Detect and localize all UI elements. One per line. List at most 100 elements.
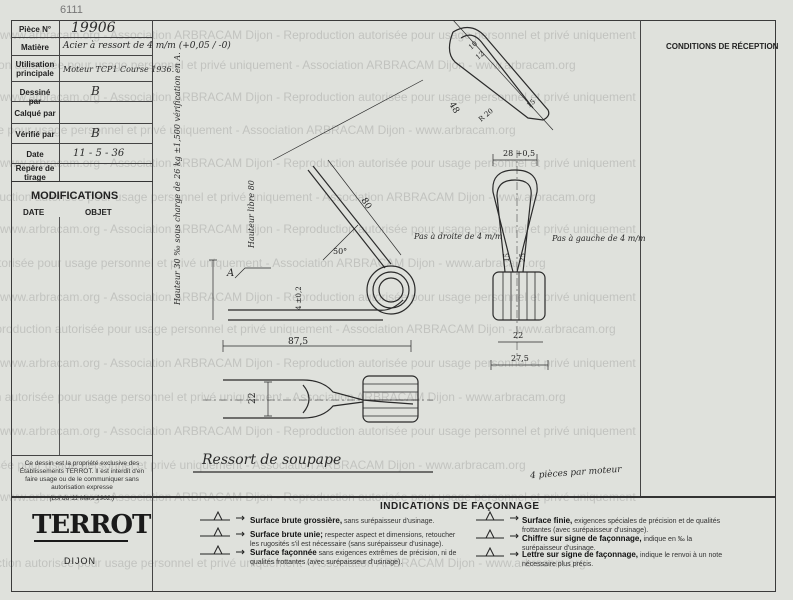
watermark-line: www.arbracam.org - Association ARBRACAM … [0,424,636,438]
row-repere: Repère de tirage [11,164,153,182]
legend-item-text: indique en ‰ la surépaisseur d'usinage. [522,536,693,552]
legend-item: Surface façonnée sans exigences extrêmes… [250,548,465,567]
spring-top-view-2 [223,401,364,419]
date-label: Date [26,150,44,159]
watermark-line: www.arbracam.org - Association ARBRACAM … [0,222,636,236]
modifications-objet-header: OBJET [85,208,112,217]
left-column-border [152,20,153,592]
dim-22b: 22 [513,331,523,340]
watermark-line: www.arbracam.org - Association ARBRACAM … [0,356,636,370]
watermark-line: Reproduction autorisée pour usage person… [0,123,516,137]
dim-r20: R 20 [477,107,495,124]
verifie-value: B [91,126,100,140]
watermark-line: Reproduction autorisée pour usage person… [0,256,546,270]
drawing-title: Ressort de soupape [202,452,342,468]
legend-item: Surface brute grossière, sans surépaisse… [250,516,465,526]
dim-line-48 [272,79,424,161]
legend-item: Lettre sur signe de façonnage, indique l… [522,550,732,569]
dim-80: 80 [358,196,373,211]
logo-city: DIJON [64,556,96,566]
spring-top-view [223,379,414,405]
detail-view [448,26,550,121]
logo-brand: TERROT [32,510,151,540]
letter-symbol [476,546,519,557]
utilisation-label: Utilisation principale [15,60,55,78]
page-number: 6111 [60,4,83,16]
watermark-line: www.arbracam.org - Association ARBRACAM … [0,156,636,170]
legend-item: Surface brute unie; respecter aspect et … [250,530,465,549]
dim-line-275 [490,360,549,370]
modifications-title: MODIFICATIONS [31,190,119,202]
piece-value: 19906 [71,20,116,36]
legal-notice-separator [11,455,153,456]
watermark-line: Reproduction autorisée pour usage person… [0,556,586,570]
side-note-free-height: Hauteur libre 80 [247,180,256,248]
spring-front-loop-inner [496,179,532,273]
dim-28: 28 +0,5 [503,149,535,158]
reception-column-border [640,20,641,496]
piece-label: Pièce N° [18,25,52,34]
dessine-label: Dessiné par [19,88,51,106]
dim-line-80 [327,159,402,256]
dim-line-875 [222,340,412,352]
detail-dim-line [452,20,554,131]
row-verifie: Vérifié par B [11,124,153,144]
legend-item-bold: Surface façonnée [250,548,317,557]
legend-item-text: sans exigences extrêmes de précision, ni… [250,550,457,566]
terrot-logo: TERROT [32,510,151,552]
spring-diagonal-arm [307,169,386,269]
dim-22: 22 [248,393,258,404]
dim-15-detail: 15 [525,98,537,110]
watermark-line: Reproduction autorisée pour usage person… [0,322,616,336]
legend-item-text: respecter aspect et dimensions, retouche… [250,532,456,548]
watermark-line: Reproduction autorisée pour usage person… [0,390,566,404]
figure-symbol [476,528,519,539]
legend-item-bold: Lettre sur signe de façonnage, [522,550,639,559]
side-note-load: Hauteur 30 ‰ sous charge de 26 kg ±1,500… [173,52,182,305]
reception-title: CONDITIONS DE RÉCEPTION [666,42,779,51]
dim-12: 12 [474,50,486,62]
legend-left-border [152,496,153,592]
spring-top-view-3 [302,384,310,414]
angle-arc [322,224,359,261]
rough-surface-symbol [200,510,245,521]
watermark-line: Reproduction autorisée pour usage person… [0,190,596,204]
smooth-surface-symbol [200,526,245,537]
letter-a: A [226,268,234,279]
dim-25: 25 [519,253,527,262]
dessine-value: B [91,84,100,98]
front-coil-lines [502,272,536,320]
spring-coil-inner [378,277,404,303]
shaped-surface-symbol [200,544,245,555]
legend-title: INDICATIONS DE FAÇONNAGE [380,501,540,512]
spring-top-coils [362,375,419,423]
legend-symbols [200,510,245,555]
row-date: Date 11 - 5 - 36 [11,144,153,164]
dim-10: 10 [467,40,479,52]
dim-275: 27,5 [511,354,529,363]
spring-coil-outer [366,265,416,315]
legend-item: Chiffre sur signe de façonnage, indique … [522,534,732,553]
drawing-frame [11,20,776,592]
spring-drawing: A 80 48 50° 87,5 22 4 ±0,2 R 20 10 12 15… [193,20,554,473]
spring-diagonal-arm-2 [312,165,392,265]
matiere-value: Acier à ressort de 4 m/m (+0,05 / -0) [63,41,231,51]
dim-line-22 [264,381,272,417]
modifications-divider [59,217,60,455]
spring-coil-mid [372,271,410,309]
legend-item-text: exigences spéciales de précision et de q… [522,518,721,534]
legend-item-text: sans surépaisseur d'usinage. [344,518,435,525]
legend-item: Surface finie, exigences spéciales de pr… [522,516,732,535]
dim-line-a [234,267,271,279]
legend-item-bold: Surface brute unie; [250,530,323,539]
logo-underline [34,540,128,542]
dim-line-28 [492,154,538,166]
legal-law: (Loi du 11 Mars 1902.) [49,495,115,502]
repere-label: Repère de tirage [15,164,55,182]
watermark-line: www.arbracam.org - Association ARBRACAM … [0,28,636,42]
watermark-line: www.arbracam.org - Association ARBRACAM … [0,290,636,304]
legend-top-border [11,496,776,498]
legend-item-bold: Surface finie, [522,516,573,525]
modifications-date-header: DATE [23,208,45,217]
